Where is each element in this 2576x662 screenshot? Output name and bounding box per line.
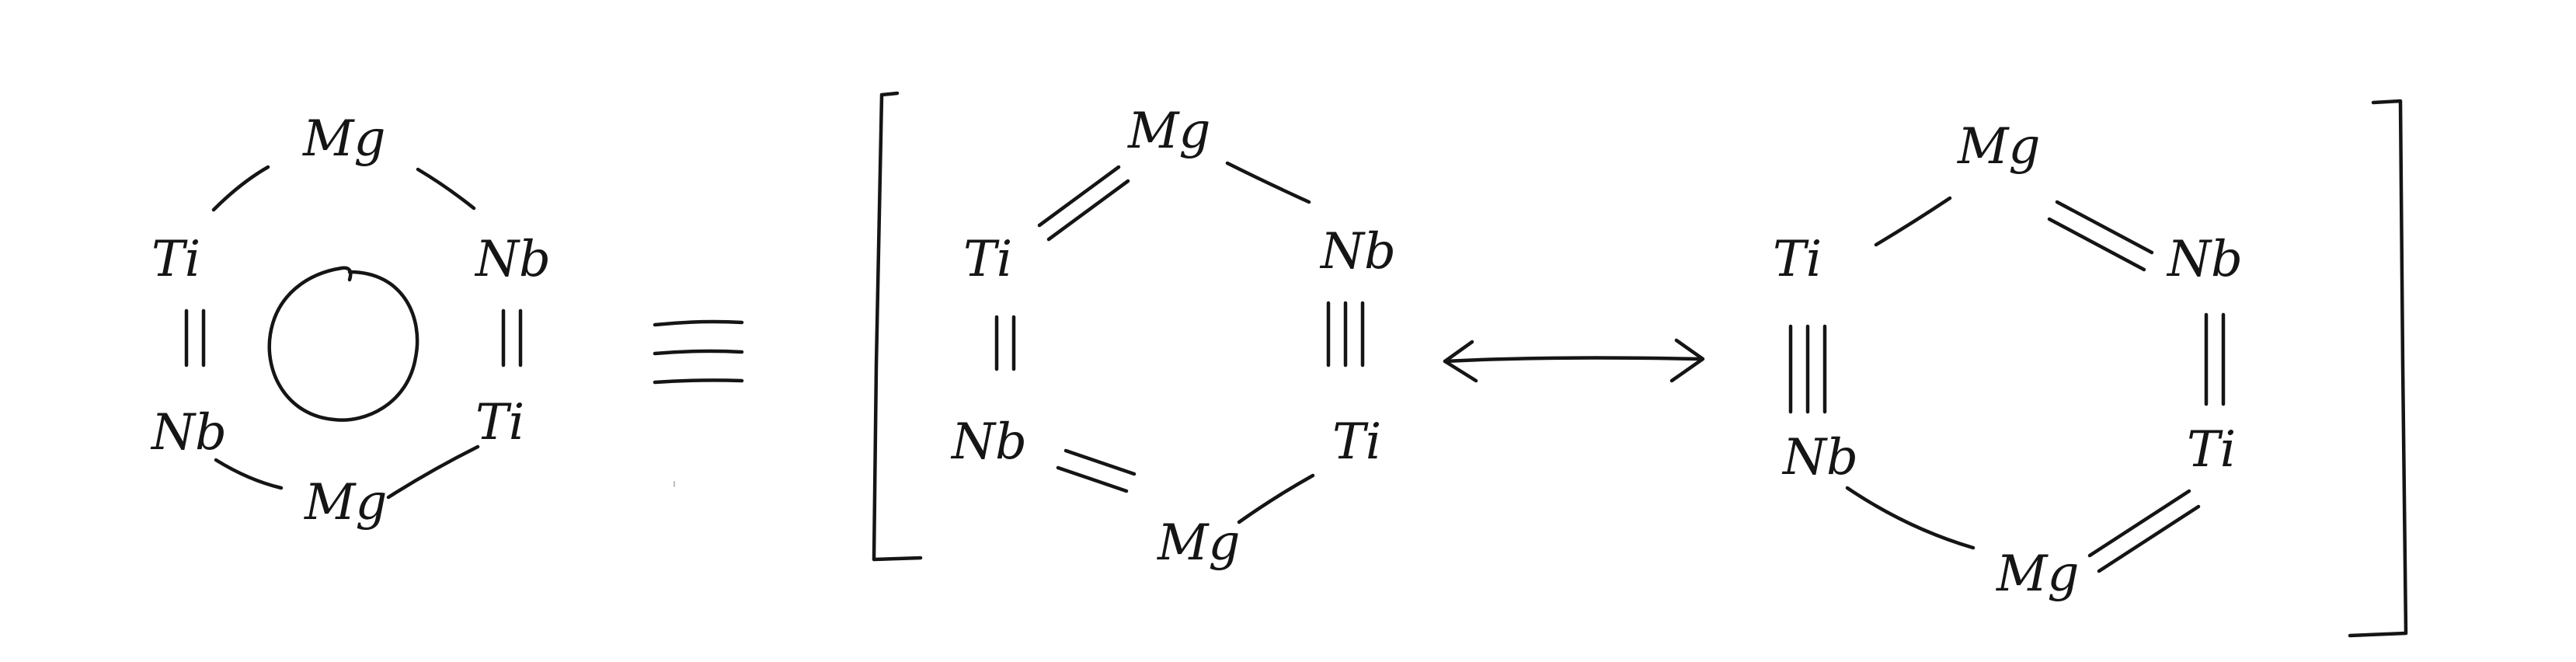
atom-nb-upper-right: Nb <box>1319 223 1396 280</box>
atom-ti-lower-right: Ti <box>2187 421 2236 479</box>
atom-ti-lower-right: Ti <box>475 394 524 451</box>
atom-mg-bottom: Mg <box>304 474 388 531</box>
bond-triple <box>1326 301 1365 368</box>
bond-single <box>386 444 480 500</box>
bond-double <box>1056 448 1137 493</box>
atom-nb-upper-right: Nb <box>474 231 551 288</box>
bond-double <box>2087 489 2201 573</box>
atom-ti-lower-right: Ti <box>1332 413 1381 471</box>
atom-ti-upper-left: Ti <box>151 231 200 288</box>
delocalization-circle <box>267 266 419 422</box>
bond-double <box>994 315 1016 371</box>
bond-single <box>214 458 284 490</box>
atom-nb-upper-right: Nb <box>2166 231 2243 288</box>
atom-nb-lower-left: Nb <box>950 413 1027 471</box>
bond-double <box>184 308 206 368</box>
equivalence-symbol <box>653 319 744 385</box>
atom-mg-top: Mg <box>1957 118 2041 176</box>
atom-ti-upper-left: Ti <box>1773 231 1822 288</box>
atom-nb-lower-left: Nb <box>150 404 227 462</box>
resonance-structure-2: Mg Ti Nb Nb Ti Mg <box>1773 118 2243 603</box>
bond-double <box>2047 200 2154 272</box>
bond-triple <box>1788 324 1827 414</box>
bond-single <box>1225 161 1311 204</box>
bond-double <box>501 308 523 368</box>
atom-mg-top: Mg <box>1127 103 1211 160</box>
bond-double <box>1037 165 1130 242</box>
atom-mg-bottom: Mg <box>1996 545 2080 603</box>
bond-double <box>2204 312 2226 406</box>
atom-mg-top: Mg <box>302 110 386 168</box>
left-bracket <box>872 91 923 562</box>
bond-single <box>1874 196 1952 247</box>
delocalized-structure: Mg Ti Nb Nb Ti Mg <box>150 110 551 531</box>
double-headed-arrow-icon <box>1443 338 1705 383</box>
resonance-structure-1: Mg Ti Nb Nb Ti Mg <box>950 103 1396 572</box>
atom-nb-lower-left: Nb <box>1781 429 1858 486</box>
bond-single <box>211 165 270 212</box>
atom-mg-bottom: Mg <box>1157 514 1241 572</box>
bond-single <box>1845 486 1976 550</box>
bond-single <box>416 167 476 211</box>
right-bracket <box>2348 99 2408 638</box>
bond-single <box>1237 473 1315 524</box>
atom-ti-upper-left: Ti <box>963 231 1012 288</box>
